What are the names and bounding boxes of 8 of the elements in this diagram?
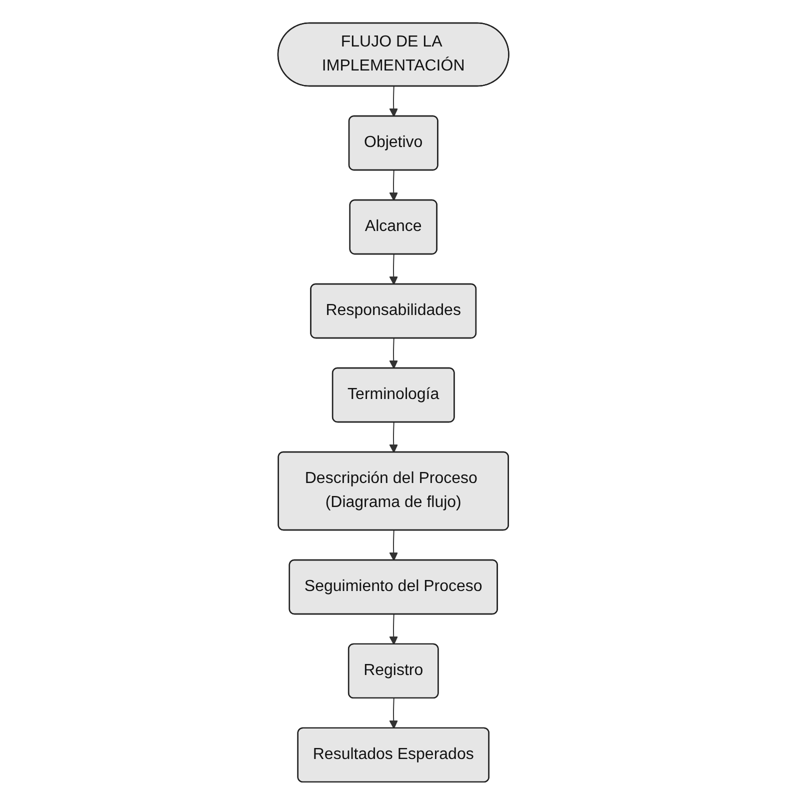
- arrow: [389, 614, 398, 645]
- arrow: [389, 254, 398, 285]
- arrow: [389, 338, 398, 369]
- arrow: [389, 698, 398, 729]
- arrow: [389, 530, 398, 561]
- arrow: [389, 170, 398, 201]
- arrow: [389, 422, 398, 453]
- arrow: [389, 86, 398, 117]
